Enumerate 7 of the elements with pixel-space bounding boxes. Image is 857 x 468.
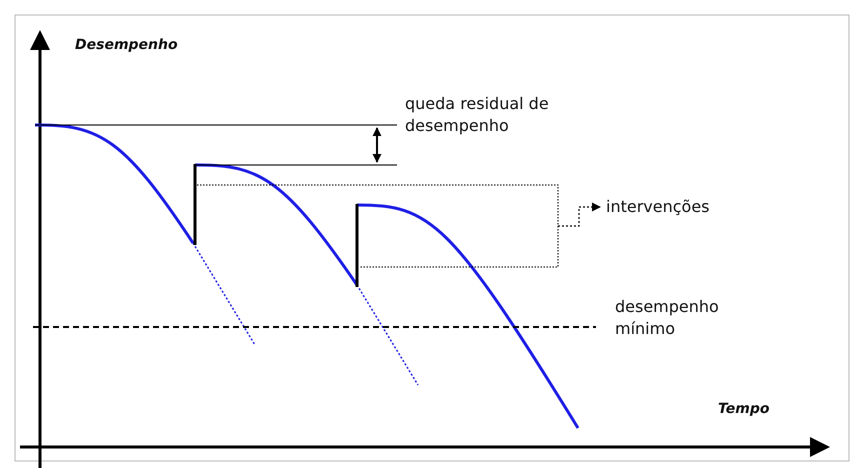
axis-title: Tempo [718, 400, 770, 419]
axis-title: Desempenho [75, 36, 178, 55]
callout-text: intervenções [606, 196, 710, 218]
arrow [558, 202, 601, 227]
annotation-text: desempenho mínimo [615, 296, 720, 340]
annotation-text: queda residual de desempenho [405, 93, 550, 137]
bracket [196, 184, 558, 268]
